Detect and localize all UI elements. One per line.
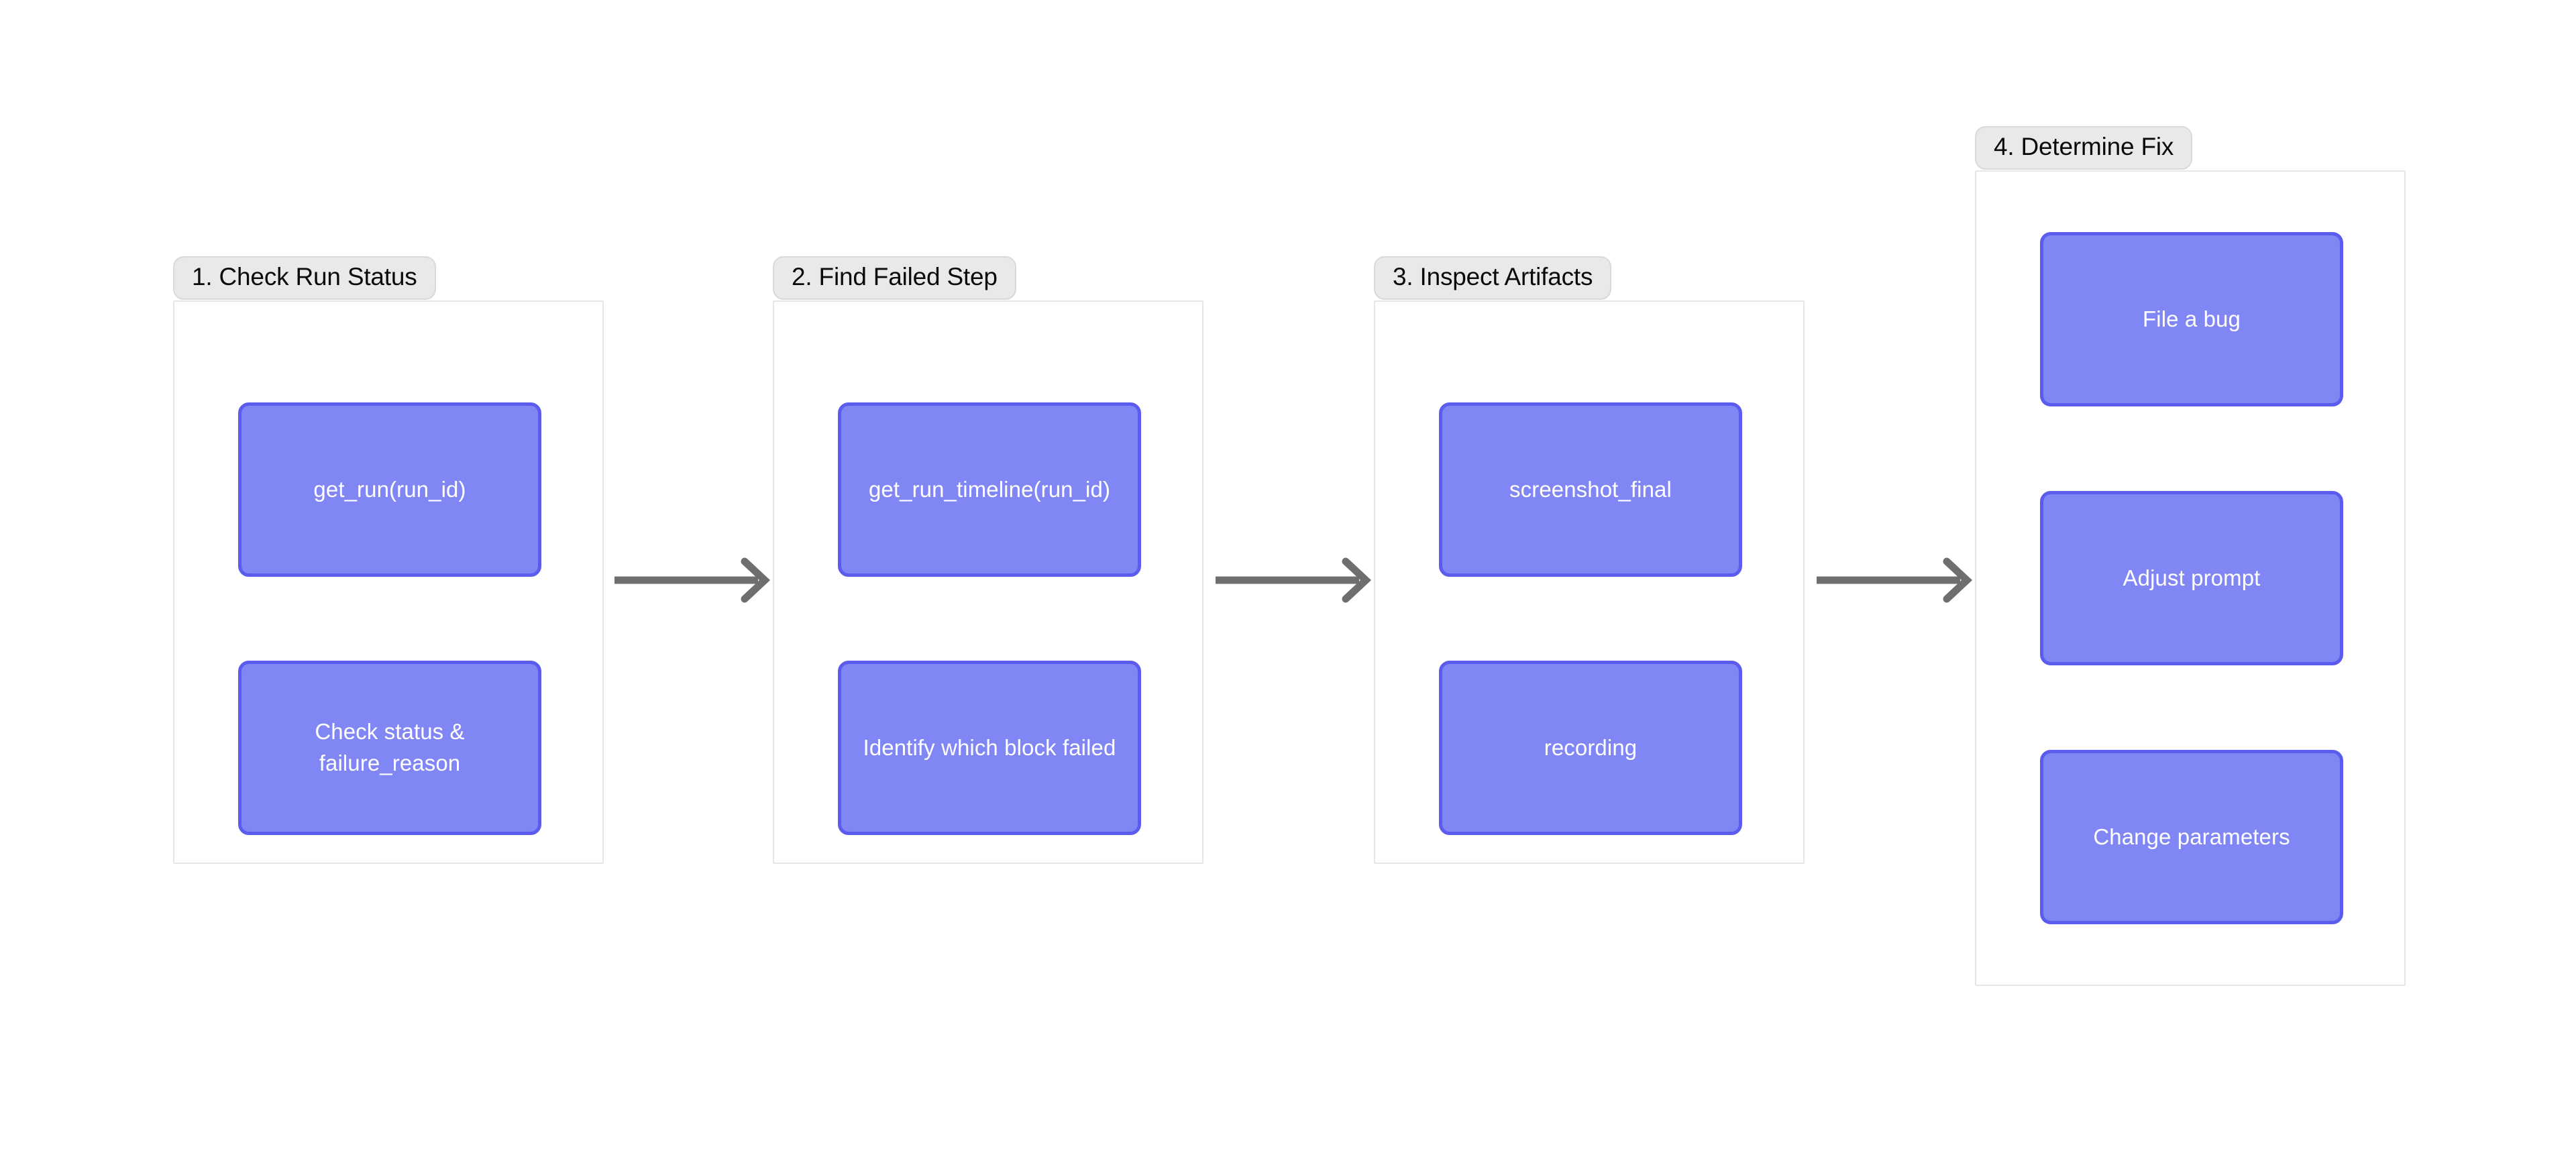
step-panel-2: get_run_timeline(run_id) Identify which … <box>773 300 1203 864</box>
node-get-run-timeline-label: get_run_timeline(run_id) <box>868 476 1111 502</box>
node-change-parameters-label: Change parameters <box>2093 824 2290 849</box>
step-label-3: 3. Inspect Artifacts <box>1374 256 1612 300</box>
node-recording[interactable]: recording <box>1439 661 1742 835</box>
step-panel-4: File a bug Adjust prompt Change paramete… <box>1975 170 2406 986</box>
node-get-run-timeline[interactable]: get_run_timeline(run_id) <box>838 402 1141 577</box>
node-check-status-label: Check status & failure_reason <box>315 719 465 775</box>
arrow-right-icon-step3-step4 <box>1814 557 1975 604</box>
node-identify-block[interactable]: Identify which block failed <box>838 661 1141 835</box>
node-identify-block-label: Identify which block failed <box>863 734 1116 760</box>
step-panel-1: get_run(run_id) Check status & failure_r… <box>173 300 604 864</box>
step-label-4: 4. Determine Fix <box>1975 126 2193 170</box>
node-check-status[interactable]: Check status & failure_reason <box>238 661 541 835</box>
step-panel-3: screenshot_final recording <box>1374 300 1805 864</box>
node-screenshot-final[interactable]: screenshot_final <box>1439 402 1742 577</box>
node-file-a-bug-label: File a bug <box>2143 306 2241 331</box>
node-get-run-label: get_run(run_id) <box>313 476 466 502</box>
node-file-a-bug[interactable]: File a bug <box>2040 232 2343 406</box>
node-screenshot-final-label: screenshot_final <box>1509 476 1672 502</box>
node-adjust-prompt-label: Adjust prompt <box>2123 565 2261 590</box>
node-recording-label: recording <box>1544 734 1638 760</box>
node-change-parameters[interactable]: Change parameters <box>2040 750 2343 924</box>
step-label-1: 1. Check Run Status <box>173 256 436 300</box>
node-get-run[interactable]: get_run(run_id) <box>238 402 541 577</box>
arrow-right-icon-step2-step3 <box>1213 557 1374 604</box>
arrow-right-icon-step1-step2 <box>612 557 773 604</box>
step-label-2: 2. Find Failed Step <box>773 256 1016 300</box>
node-adjust-prompt[interactable]: Adjust prompt <box>2040 491 2343 665</box>
